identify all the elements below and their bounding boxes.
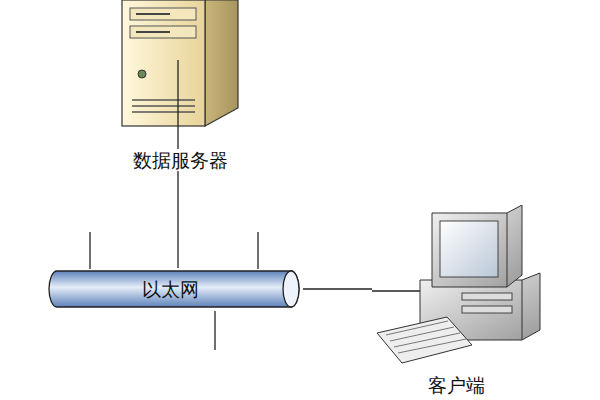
server-node: 数据服务器 xyxy=(100,0,260,178)
network-link xyxy=(303,288,372,289)
network-link xyxy=(177,178,178,268)
client-node-icon xyxy=(372,205,552,400)
stub-line xyxy=(257,232,258,269)
stub-line xyxy=(214,311,215,350)
stub-line xyxy=(89,232,90,269)
ethernet-band: 以太网 xyxy=(45,268,303,310)
client-node: 客户端 xyxy=(372,205,552,400)
ethernet-label: 以太网 xyxy=(139,278,202,301)
client-label: 客户端 xyxy=(425,374,488,397)
server-label: 数据服务器 xyxy=(130,149,231,172)
